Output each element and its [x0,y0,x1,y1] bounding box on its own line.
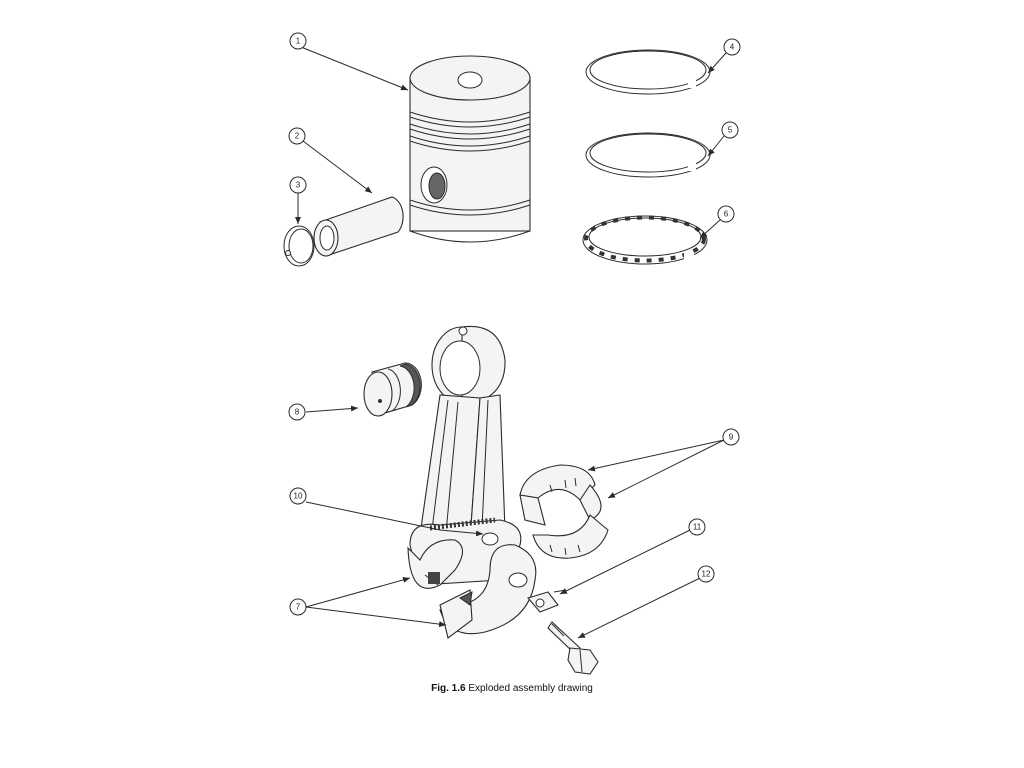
svg-text:5: 5 [728,126,733,135]
svg-text:3: 3 [296,181,301,190]
figure-title: Exploded assembly drawing [468,683,593,694]
callout-10: 10 [289,487,307,505]
callout-5: 5 [721,121,739,139]
callout-2: 2 [288,127,306,145]
small-end-bush [363,362,422,417]
leader-lines [295,46,727,639]
svg-text:1: 1 [296,37,301,46]
connecting-rod [407,325,522,589]
callout-11: 11 [688,518,706,536]
svg-text:7: 7 [296,603,301,612]
svg-text:4: 4 [730,43,735,52]
big-end-bearing-shells [519,464,609,559]
callout-8: 8 [288,403,306,421]
svg-text:10: 10 [294,492,303,501]
svg-text:11: 11 [693,523,702,532]
callout-1: 1 [289,32,307,50]
svg-text:12: 12 [702,570,711,579]
callout-9: 9 [722,428,740,446]
svg-text:8: 8 [295,408,300,417]
figure-number: Fig. 1.6 [431,683,466,694]
piston [409,55,531,243]
piston-ring-second [585,132,711,178]
callout-6: 6 [717,205,735,223]
callout-3: 3 [289,176,307,194]
big-end-cap [439,544,537,639]
oil-control-ring [582,215,708,265]
circlip [283,225,315,267]
big-end-bolt [547,621,599,675]
locking-tab [527,589,567,613]
svg-text:2: 2 [295,132,300,141]
piston-ring-top [585,49,711,95]
callout-4: 4 [723,38,741,56]
svg-text:9: 9 [729,433,734,442]
callout-12: 12 [697,565,715,583]
svg-text:6: 6 [724,210,729,219]
callout-7: 7 [289,598,307,616]
figure-caption: Fig. 1.6 Exploded assembly drawing [0,683,1024,694]
piston-pin [313,196,404,257]
